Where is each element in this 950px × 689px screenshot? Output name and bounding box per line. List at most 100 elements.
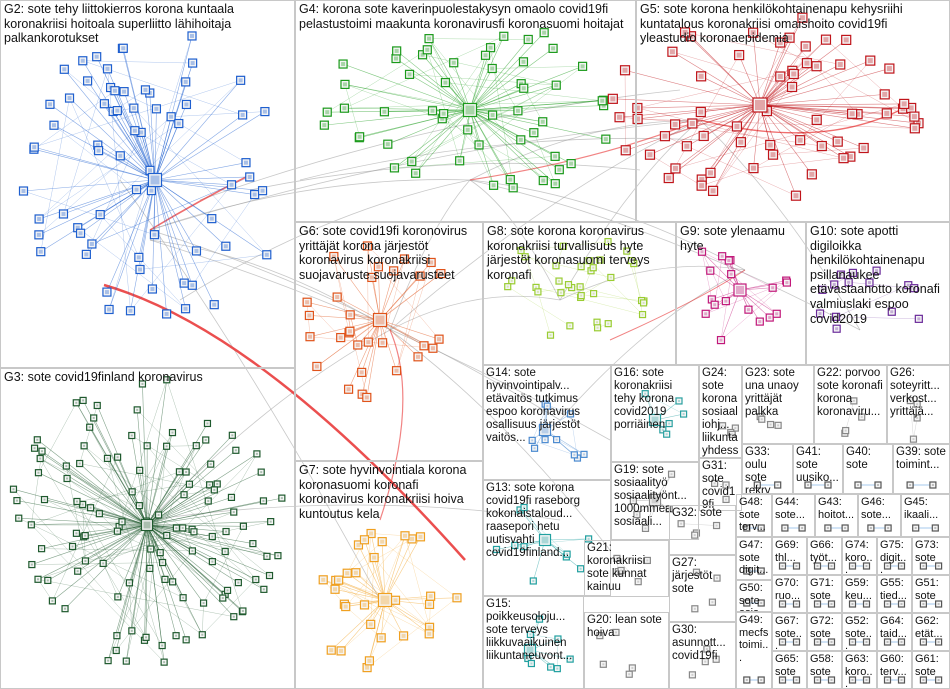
group-label-g70: G70: ruo... [775, 577, 804, 602]
group-box-g7: G7: sote hyvinvointiala korona koronasuo… [295, 461, 483, 689]
group-box-g26: G26: soteyritt... verkost... yrittäjä... [887, 365, 950, 444]
group-box-g65: G65: sote [772, 651, 807, 689]
group-label-g26: G26: soteyritt... verkost... yrittäjä... [890, 367, 947, 419]
group-box-g47: G47: sote digit... [736, 537, 772, 580]
group-label-g16: G16: sote koronakriisi tehy korona covid… [614, 367, 696, 432]
group-label-g23: G23: sote una unaoy yrittäjät palkka [745, 367, 811, 419]
group-label-g5: G5: sote korona henkilökohtainenapu kehy… [640, 2, 947, 46]
group-box-g55: G55: tied... [877, 575, 912, 613]
group-box-g23: G23: sote una unaoy yrittäjät palkka [742, 365, 814, 444]
group-box-g44: G44: sote... [772, 494, 815, 537]
group-label-g75: G75: digit... [880, 539, 909, 575]
group-box-g72: G72: sote [807, 613, 842, 651]
group-label-g10: G10: sote apotti digiloikka henkilökohta… [810, 224, 947, 326]
group-box-g69: G69: thl... [772, 537, 807, 575]
group-label-g73: G73: sote [915, 539, 947, 564]
group-box-g67: G67: sote... [772, 613, 807, 651]
group-box-g24: G24: sote korona sosiaaliohj... liikunta… [699, 365, 742, 458]
group-box-g58: G58: sote [807, 651, 842, 689]
group-box-g45: G45: ikaali... [901, 494, 950, 537]
group-box-g52: G52: sote... [842, 613, 877, 651]
group-label-g58: G58: sote [810, 653, 839, 678]
group-label-g9: G9: sote ylenaamu hyte [680, 224, 803, 253]
group-box-g14: G14: sote hyvinvointipalv... etävaitös t… [483, 365, 611, 480]
group-label-g50: G50: sote asia... [739, 582, 769, 612]
group-box-g73: G73: sote [912, 537, 950, 575]
group-box-g32: G32: sote [669, 505, 736, 555]
group-box-g4: G4: korona sote kaverinpuolestakysyn oma… [295, 0, 636, 222]
group-box-g70: G70: ruo... [772, 575, 807, 613]
group-box-g43: G43: hoitot... [815, 494, 858, 537]
group-box-g74: G74: koro... [842, 537, 877, 575]
group-label-g61: G61: sote [915, 653, 947, 678]
group-box-g39: G39: sote toimint... [893, 444, 950, 494]
group-label-g60: G60: terv... [880, 653, 909, 678]
group-label-g47: G47: sote digit... [739, 539, 769, 577]
group-label-g4: G4: korona sote kaverinpuolestakysyn oma… [299, 2, 633, 31]
group-label-g45: G45: ikaali... [904, 496, 947, 521]
group-box-g71: G71: sote [807, 575, 842, 613]
group-label-g7: G7: sote hyvinvointiala korona koronasuo… [299, 463, 480, 521]
group-label-g31: G31: sote covid19fi etävasta... [702, 460, 739, 511]
group-label-g59: G59: keu... [845, 577, 874, 602]
group-box-g5: G5: sote korona henkilökohtainenapu kehy… [636, 0, 950, 222]
group-box-g50: G50: sote asia... [736, 580, 772, 612]
group-box-g64: G64: taid... [877, 613, 912, 651]
group-box-g21: G21: koronakriisi sote kunnat kainuu [584, 540, 669, 597]
group-box-g22: G22: porvoo sote koronafi korona koronav… [814, 365, 887, 444]
group-label-g62: G62: etät... [915, 615, 947, 640]
group-label-g20: G20: lean sote hoiva [587, 614, 666, 640]
group-label-g14: G14: sote hyvinvointipalv... etävaitös t… [486, 367, 608, 445]
group-box-g27: G27: järjestöt sote [669, 555, 736, 622]
group-label-g15: G15: poikkeusoloju... sote terveys liikk… [486, 598, 581, 663]
group-box-g66: G66: työt... [807, 537, 842, 575]
group-label-g65: G65: sote [775, 653, 804, 678]
group-label-g32: G32: sote [672, 507, 733, 520]
group-box-g48: G48: sote terv... [736, 494, 772, 537]
group-box-g9: G9: sote ylenaamu hyte [676, 222, 806, 365]
group-label-g39: G39: sote toimint... [896, 446, 947, 472]
group-box-g62: G62: etät... [912, 613, 950, 651]
group-label-g66: G66: työt... [810, 539, 839, 564]
group-label-g44: G44: sote... [775, 496, 812, 521]
group-label-g69: G69: thl... [775, 539, 804, 564]
group-label-g8: G8: sote korona koronavirus koronakriisi… [487, 224, 673, 282]
group-label-g51: G51: sote [915, 577, 947, 602]
group-box-g3: G3: sote covid19finland koronavirus [0, 368, 295, 689]
group-label-g22: G22: porvoo sote koronafi korona koronav… [817, 367, 884, 419]
group-box-g16: G16: sote koronakriisi tehy korona covid… [611, 365, 699, 462]
group-box-g51: G51: sote [912, 575, 950, 613]
group-box-g41: G41: sote uusiko... [793, 444, 843, 494]
group-label-g41: G41: sote uusiko... [796, 446, 840, 485]
group-box-g2: G2: sote tehy liittokierros korona kunta… [0, 0, 295, 368]
group-box-g30: G30: asunnott... covid19fi [669, 622, 736, 689]
group-label-g74: G74: koro... [845, 539, 874, 575]
group-box-g10: G10: sote apotti digiloikka henkilökohta… [806, 222, 950, 365]
group-box-g6: G6: sote covid19fi koronovirus yrittäjät… [295, 222, 483, 461]
group-label-g46: G46: sote... [861, 496, 898, 521]
group-box-g15: G15: poikkeusoloju... sote terveys liikk… [483, 596, 584, 689]
group-label-g64: G64: taid... [880, 615, 909, 640]
group-box-g59: G59: keu... [842, 575, 877, 613]
group-label-g24: G24: sote korona sosiaaliohj... liikunta… [702, 367, 739, 458]
group-label-g3: G3: sote covid19finland koronavirus [4, 370, 292, 385]
group-label-g52: G52: sote... [845, 615, 874, 651]
group-label-g2: G2: sote tehy liittokierros korona kunta… [4, 2, 292, 46]
group-label-g40: G40: sote [846, 446, 890, 472]
group-label-g6: G6: sote covid19fi koronovirus yrittäjät… [299, 224, 480, 282]
group-label-g55: G55: tied... [880, 577, 909, 602]
group-label-g67: G67: sote... [775, 615, 804, 651]
group-label-g63: G63: koro... [845, 653, 874, 689]
group-box-g8: G8: sote korona koronavirus koronakriisi… [483, 222, 676, 365]
group-label-g27: G27: järjestöt sote [672, 557, 733, 596]
group-box-g60: G60: terv... [877, 651, 912, 689]
group-box-g63: G63: koro... [842, 651, 877, 689]
group-box-g49: G49: mecfs toimi... [736, 612, 772, 689]
group-box-g46: G46: sote... [858, 494, 901, 537]
group-label-g49: G49: mecfs toimi... [739, 614, 769, 664]
group-label-g30: G30: asunnott... covid19fi [672, 624, 733, 663]
group-label-g48: G48: sote terv... [739, 496, 769, 534]
group-box-g61: G61: sote [912, 651, 950, 689]
group-box-g33: G33: oulu sote rekry kuntarek... [742, 444, 793, 494]
group-box-g75: G75: digit... [877, 537, 912, 575]
